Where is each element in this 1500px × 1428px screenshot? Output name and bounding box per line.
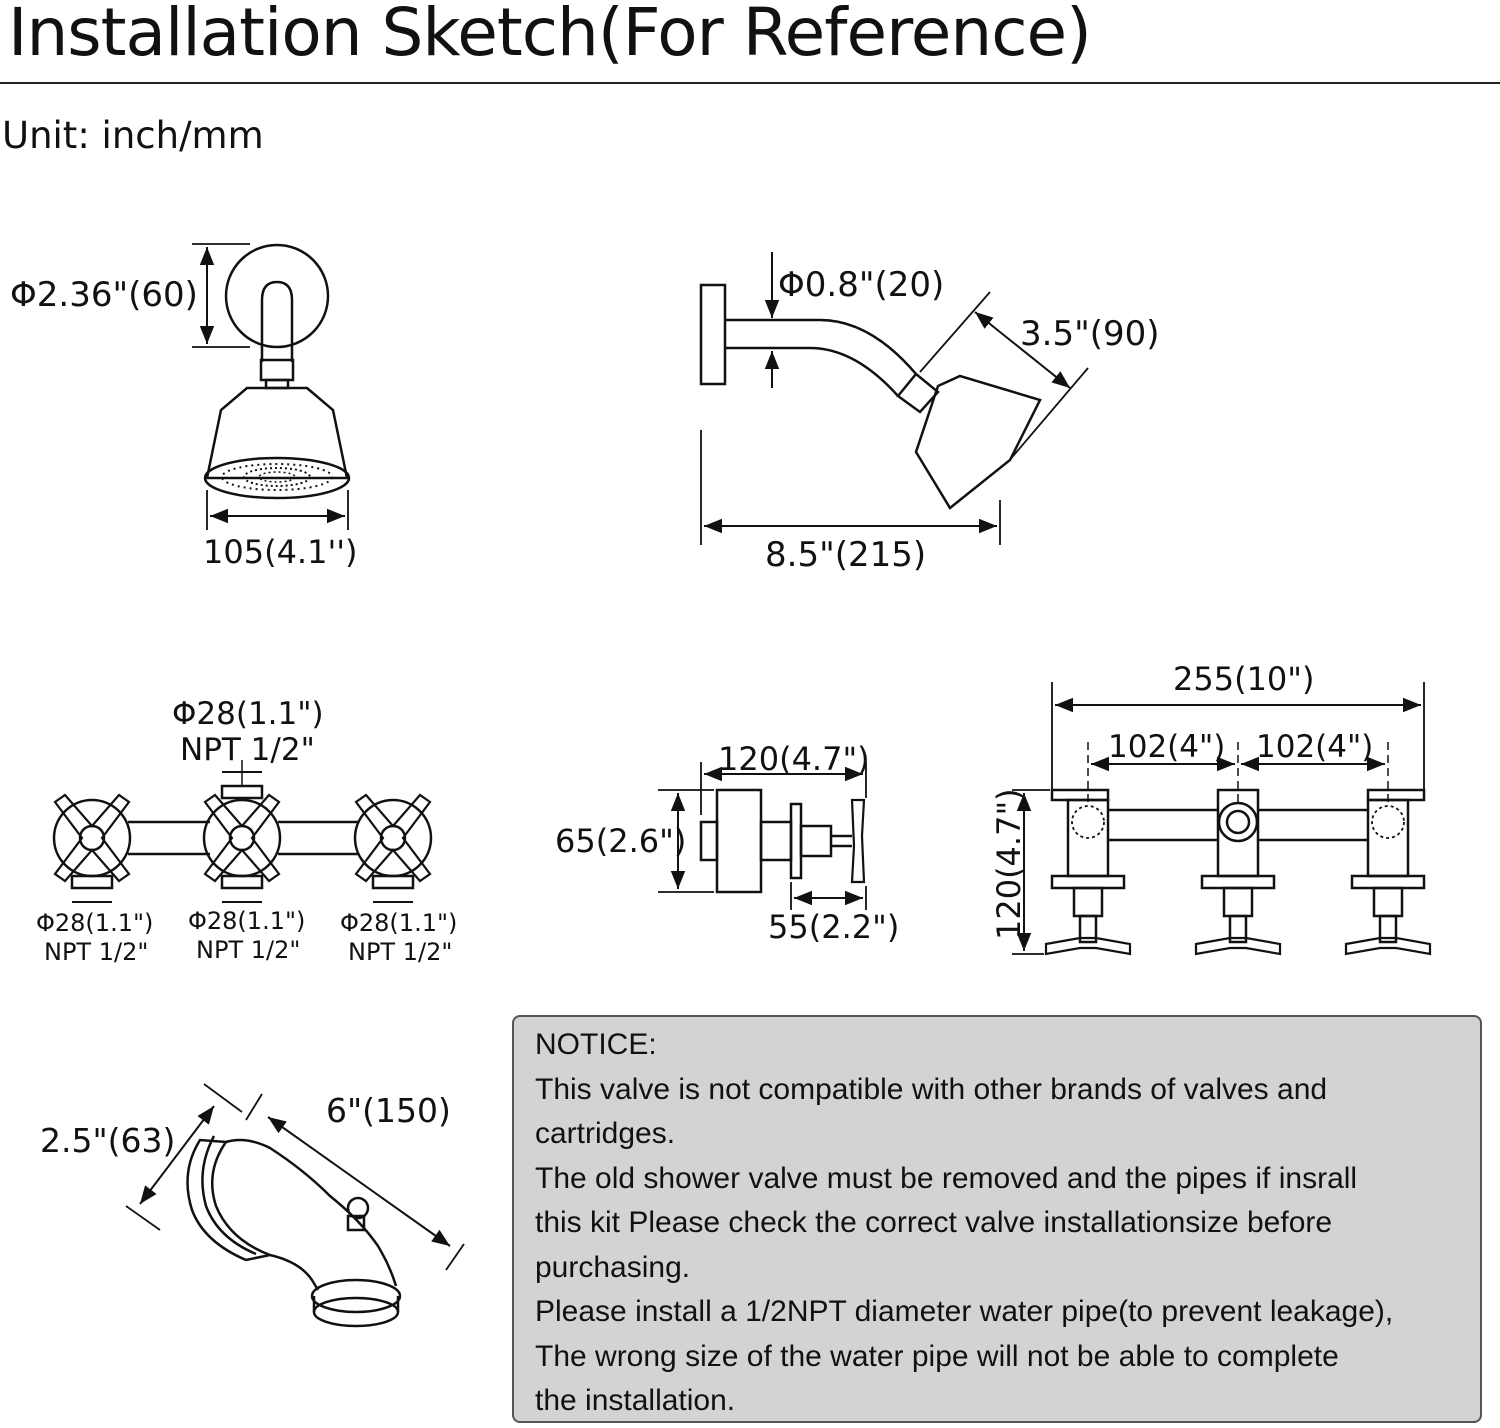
top-pipe-diameter-label: Φ28(1.1") (172, 696, 324, 732)
notice-line: The old shower valve must be removed and… (535, 1161, 1358, 1195)
top-pipe-npt-label: NPT 1/2" (180, 732, 315, 768)
left-valve-npt-label: NPT 1/2" (44, 938, 148, 966)
notice-heading: NOTICE: (535, 1028, 657, 1061)
spout-height-label: 2.5"(63) (40, 1121, 175, 1160)
right-spacing-label: 102(4") (1256, 729, 1373, 765)
right-valve-diameter-label: Φ28(1.1") (340, 909, 457, 937)
shower-head-front-view (192, 243, 351, 530)
valve-side-view (658, 762, 867, 910)
notice-line: cartridges. (535, 1117, 676, 1150)
unit-label: Unit: inch/mm (2, 114, 264, 157)
head-width-label: 105(4.1'') (203, 533, 358, 571)
left-spacing-label: 102(4") (1108, 729, 1225, 765)
notice-line: purchasing. (535, 1250, 691, 1284)
notice-line: the installation. (535, 1384, 736, 1417)
middle-valve-npt-label: NPT 1/2" (196, 936, 300, 964)
right-valve-npt-label: NPT 1/2" (348, 938, 452, 966)
notice-line: The wrong size of the water pipe will no… (535, 1339, 1339, 1373)
side-height-label: 65(2.6") (555, 822, 686, 860)
total-width-label: 255(10") (1173, 660, 1314, 698)
title-divider (0, 82, 1500, 84)
notice-box: NOTICE: This valve is not compatible wit… (512, 1015, 1482, 1423)
middle-valve-diameter-label: Φ28(1.1") (188, 907, 305, 935)
tub-spout-view (125, 1083, 465, 1328)
shower-arm-side-view (699, 252, 1089, 545)
side-depth-label: 120(4.7") (718, 740, 870, 778)
notice-line: Please install a 1/2NPT diameter water p… (535, 1295, 1394, 1328)
flange-diameter-label: Φ2.36"(60) (10, 275, 198, 315)
front-height-label: 120(4.7") (990, 788, 1028, 940)
notice-line: this kit Please check the correct valve … (535, 1206, 1333, 1239)
page-title: Installation Sketch(For Reference) (8, 0, 1092, 71)
notice-line: This valve is not compatible with other … (535, 1072, 1328, 1106)
spout-length-label: 6"(150) (326, 1091, 451, 1130)
valve-set-front-view (1012, 682, 1432, 956)
handle-depth-label: 55(2.2") (768, 908, 899, 946)
left-valve-diameter-label: Φ28(1.1") (36, 909, 153, 937)
valve-set-top-view (52, 760, 433, 903)
arm-diameter-label: Φ0.8"(20) (778, 265, 944, 305)
arm-reach-label: 8.5"(215) (765, 535, 926, 575)
head-face-label: 3.5"(90) (1020, 314, 1160, 354)
